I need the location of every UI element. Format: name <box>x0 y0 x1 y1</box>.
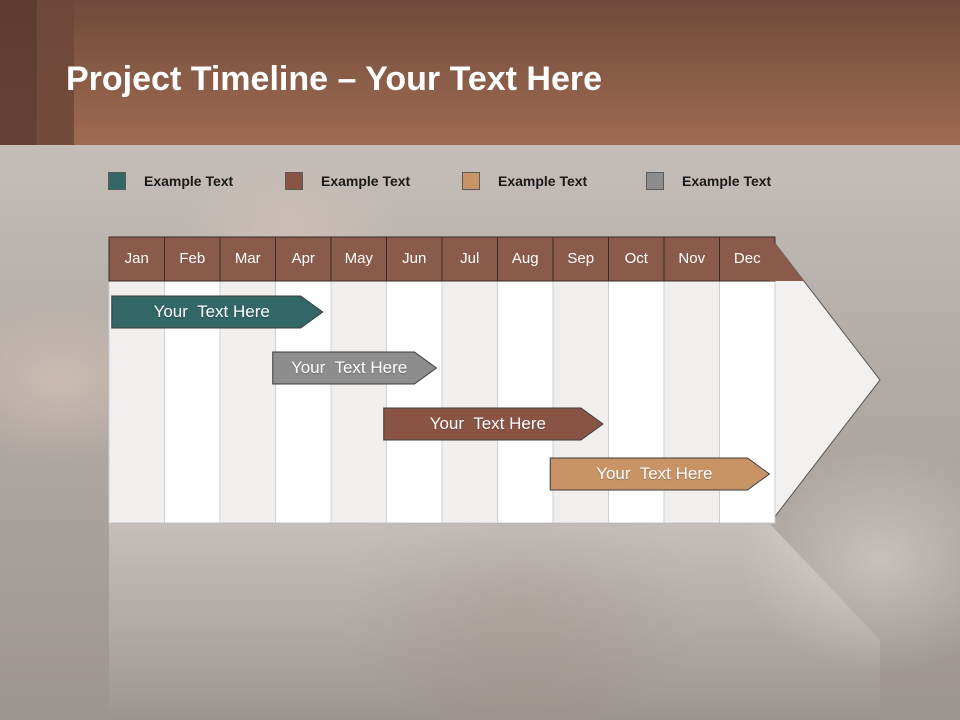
month-label-aug: Aug <box>511 250 539 267</box>
month-header-cell-sep <box>552 236 609 282</box>
legend-item-2: Example Text <box>285 170 410 192</box>
legend-label-2: Example Text <box>321 173 411 189</box>
legend-swatch-4 <box>646 172 664 190</box>
month-header-cell-nov <box>663 236 720 282</box>
legend-item-3: Example Text <box>462 170 587 192</box>
month-label-may: May <box>344 250 373 267</box>
task-bar-3 <box>383 407 604 441</box>
legend-item-1: Example Text <box>108 170 233 192</box>
month-column-jun <box>386 280 443 524</box>
slide-title-bold: Project Timeline <box>66 60 329 98</box>
month-header-cell-jun <box>386 236 443 282</box>
month-column-aug <box>497 280 554 524</box>
month-label-jul: Jul <box>460 250 480 267</box>
month-header-cell-jan <box>108 236 165 282</box>
legend-swatch-3 <box>462 172 480 190</box>
legend: Example Text Example Text Example Text E… <box>0 170 960 194</box>
month-label-apr: Apr <box>291 250 315 267</box>
month-header-cell-feb <box>164 236 221 282</box>
task-bar-4 <box>549 457 771 491</box>
month-header-cell-oct <box>608 236 665 282</box>
month-column-jul <box>441 280 498 524</box>
banner-accent-stripe <box>0 0 74 145</box>
month-header-cell-aug <box>497 236 554 282</box>
month-label-sep: Sep <box>567 250 595 267</box>
month-label-dec: Dec <box>733 250 761 267</box>
month-header-cell-apr <box>275 236 332 282</box>
month-label-nov: Nov <box>678 250 706 267</box>
timeline-reflection <box>109 524 880 720</box>
month-column-may <box>330 280 387 524</box>
task-bar-label-3: Your Text Here <box>429 414 546 433</box>
slide-title-rest: – Your Text Here <box>328 60 603 98</box>
month-label-feb: Feb <box>179 250 206 267</box>
title-banner: Project Timeline – Your Text Here <box>0 0 960 145</box>
month-header-cell-mar <box>219 236 276 282</box>
task-bar-label-4: Your Text Here <box>596 464 713 483</box>
month-label-oct: Oct <box>624 250 648 267</box>
task-bar-label-2: Your Text Here <box>290 358 408 377</box>
task-bar-1 <box>111 295 324 329</box>
month-label-jun: Jun <box>402 250 427 267</box>
timeline-arrow-header-tip <box>770 237 804 281</box>
month-header-cell-jul <box>441 236 498 282</box>
slide-title: Project Timeline – Your Text Here <box>66 60 602 99</box>
legend-swatch-1 <box>108 172 126 190</box>
legend-label-4: Example Text <box>682 173 772 189</box>
legend-item-4: Example Text <box>646 170 771 192</box>
legend-swatch-2 <box>285 172 303 190</box>
task-bar-label-1: Your Text Here <box>153 302 270 321</box>
month-header-cell-dec <box>719 236 776 282</box>
legend-label-1: Example Text <box>144 173 234 189</box>
task-bar-2 <box>272 351 438 385</box>
month-label-mar: Mar <box>234 250 261 267</box>
legend-label-3: Example Text <box>498 173 588 189</box>
month-label-jan: Jan <box>124 250 149 267</box>
